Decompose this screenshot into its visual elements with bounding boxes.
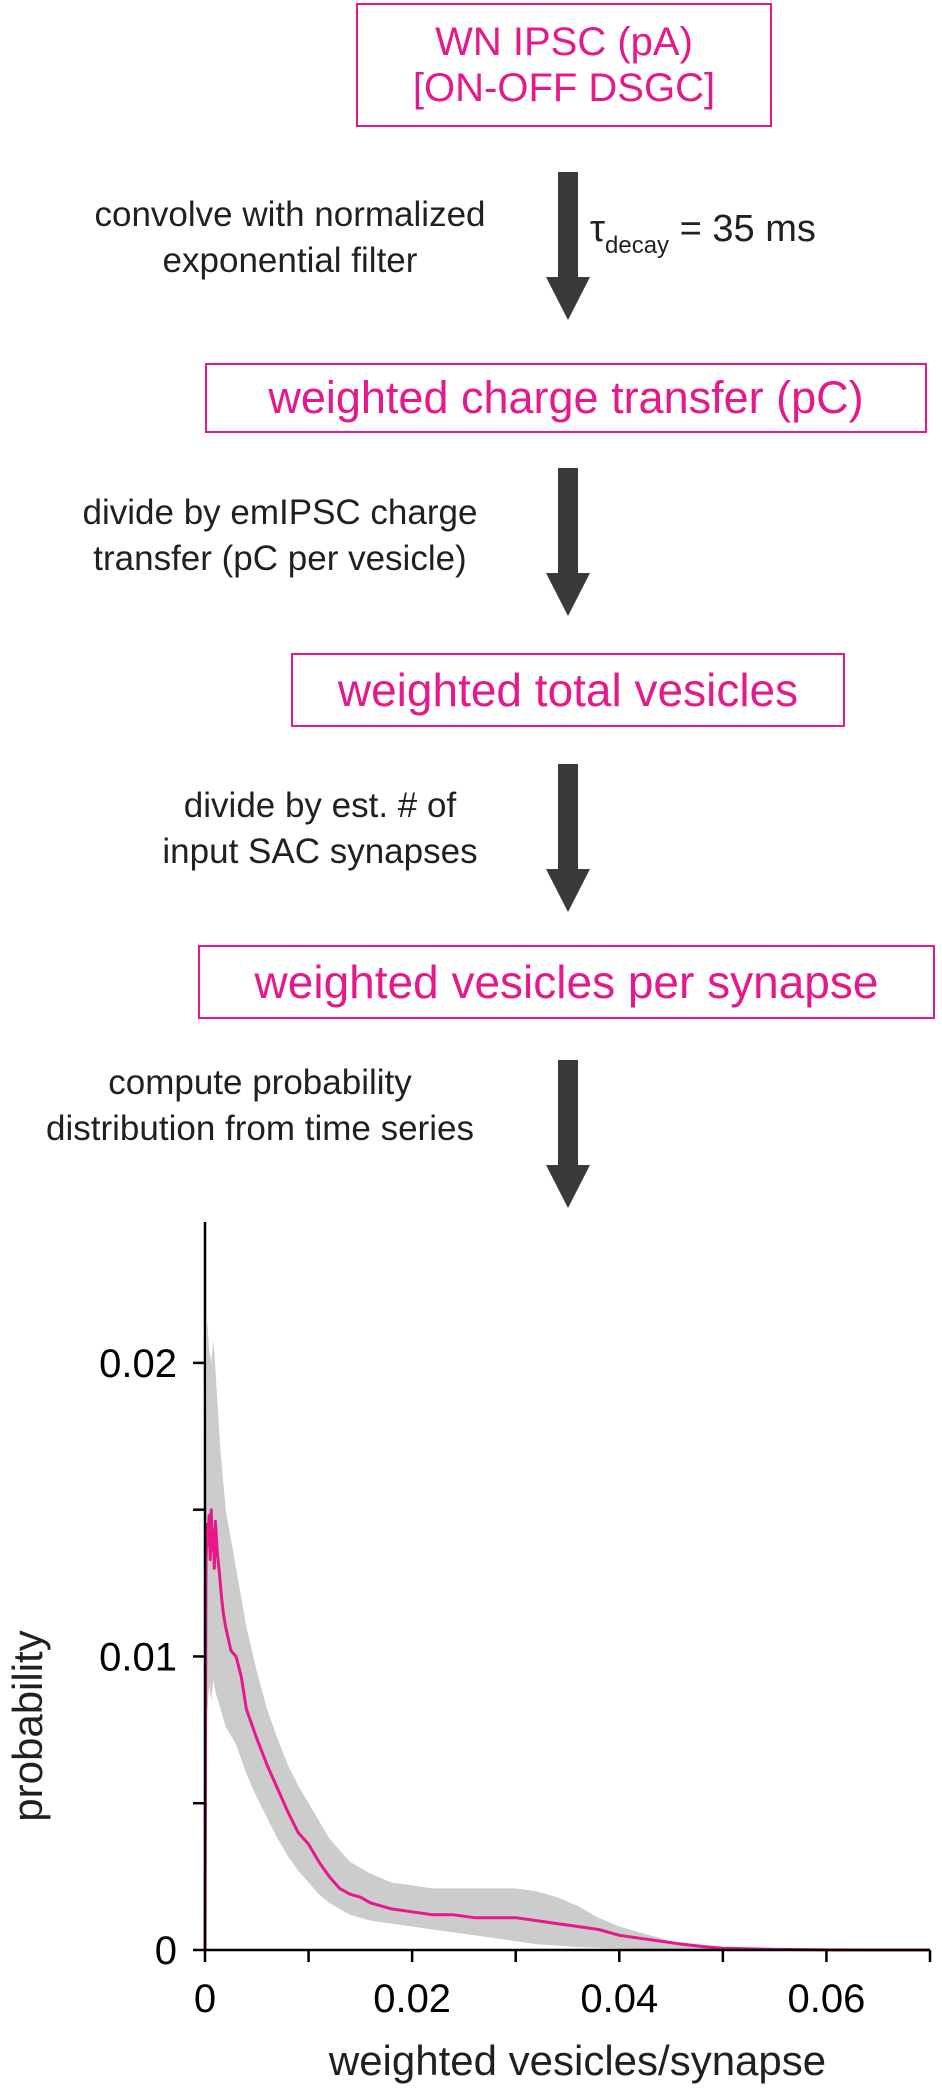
total-vesicles-label: weighted total vesicles (337, 663, 799, 716)
tau-decay-label: τdecay = 35 ms (590, 208, 816, 260)
step-divide-synapses-line1: divide by est. # of (183, 786, 457, 825)
y-axis-label: probability (4, 1630, 51, 1821)
vesicles-per-synapse-box: weighted vesicles per synapse (198, 945, 935, 1019)
labels-layer: 0 0.02 0.04 0.06 0 0.01 0.02 weighted vesicles/… (4, 1342, 865, 2084)
axes-layer (193, 1222, 932, 1962)
x-tick-label: 0.06 (787, 1977, 865, 2021)
charge-transfer-box: weighted charge transfer (pC) (205, 363, 927, 433)
total-vesicles-box: weighted total vesicles (291, 653, 845, 727)
step-divide-emipsc-line1: divide by emIPSC charge (82, 493, 478, 532)
step-divide-synapses: divide by est. # of input SAC synapses (120, 783, 520, 874)
input-box-line1: WN IPSC (pA) (435, 20, 693, 64)
down-arrow-icon (546, 172, 590, 320)
step-convolve: convolve with normalized exponential fil… (40, 192, 540, 283)
step-convolve-line2: exponential filter (162, 240, 418, 280)
step-compute-probability: compute probability distribution from ti… (0, 1060, 520, 1151)
mean-line-layer (203, 1508, 930, 1952)
step-compute-probability-line2: distribution from time series (46, 1108, 474, 1148)
x-tick-label: 0 (194, 1977, 216, 2021)
step-compute-probability-line1: compute probability (108, 1063, 412, 1102)
down-arrow-icon (546, 468, 590, 616)
step-divide-emipsc-line2: transfer (pC per vesicle) (93, 538, 467, 578)
tau-symbol: τ (590, 208, 606, 250)
y-tick-label: 0 (155, 1929, 177, 1973)
probability-distribution-chart: 0 0.02 0.04 0.06 0 0.01 0.02 weighted vesicles/… (4, 1222, 932, 2084)
tau-value: = 35 ms (669, 208, 816, 250)
tau-subscript: decay (605, 232, 670, 259)
step-convolve-line1: convolve with normalized (94, 195, 486, 234)
charge-transfer-label: weighted charge transfer (pC) (268, 372, 864, 424)
input-box-line2: [ON-OFF DSGC] (412, 66, 716, 110)
y-tick-label: 0.01 (99, 1635, 177, 1679)
step-divide-synapses-line2: input SAC synapses (162, 831, 478, 871)
down-arrow-icon (546, 764, 590, 912)
x-tick-label: 0.04 (580, 1977, 658, 2021)
vesicles-per-synapse-label: weighted vesicles per synapse (254, 955, 879, 1008)
mean-probability-line (203, 1508, 930, 1952)
x-axis-label: weighted vesicles/synapse (328, 2037, 826, 2084)
down-arrow-icon (546, 1060, 590, 1208)
x-tick-label: 0.02 (373, 1977, 451, 2021)
input-box-wn-ipsc: WN IPSC (pA) [ON-OFF DSGC] (356, 3, 772, 127)
y-tick-label: 0.02 (99, 1342, 177, 1386)
step-divide-emipsc: divide by emIPSC charge transfer (pC per… (40, 490, 520, 581)
